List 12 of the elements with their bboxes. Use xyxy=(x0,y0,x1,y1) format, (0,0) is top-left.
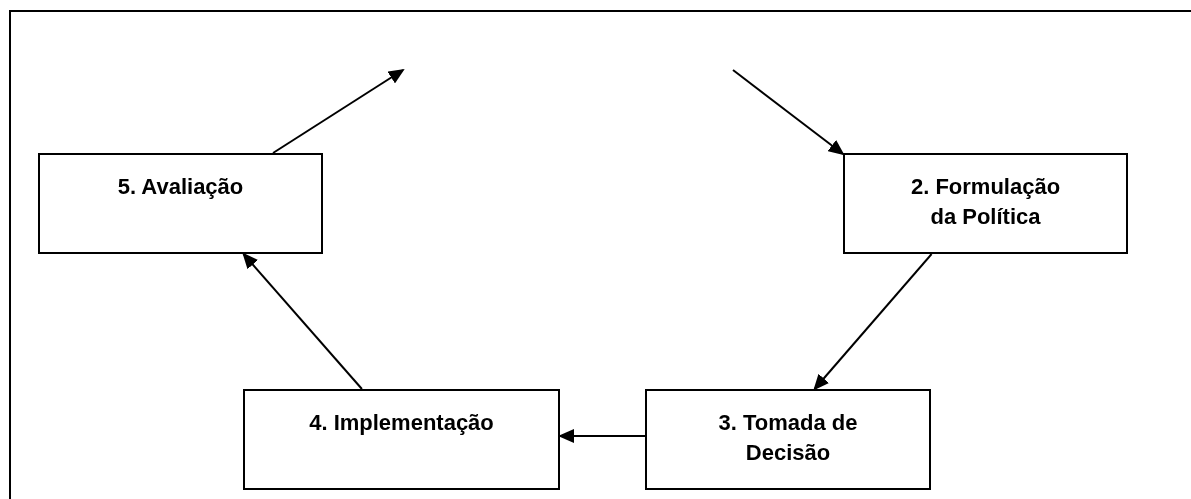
process-box xyxy=(38,153,323,254)
arrow xyxy=(242,252,363,390)
process-box xyxy=(645,389,931,490)
arrow xyxy=(813,253,933,391)
arrow xyxy=(272,68,405,154)
process-box xyxy=(843,153,1128,254)
step-label: 3. Tomada de Decisão xyxy=(717,409,859,467)
arrow xyxy=(732,69,845,156)
step-label: 5. Avaliação xyxy=(117,173,244,201)
step-label: 4. Implementação xyxy=(309,409,494,437)
step-label: 2. Formulação da Política xyxy=(909,173,1062,231)
process-box xyxy=(243,389,560,490)
